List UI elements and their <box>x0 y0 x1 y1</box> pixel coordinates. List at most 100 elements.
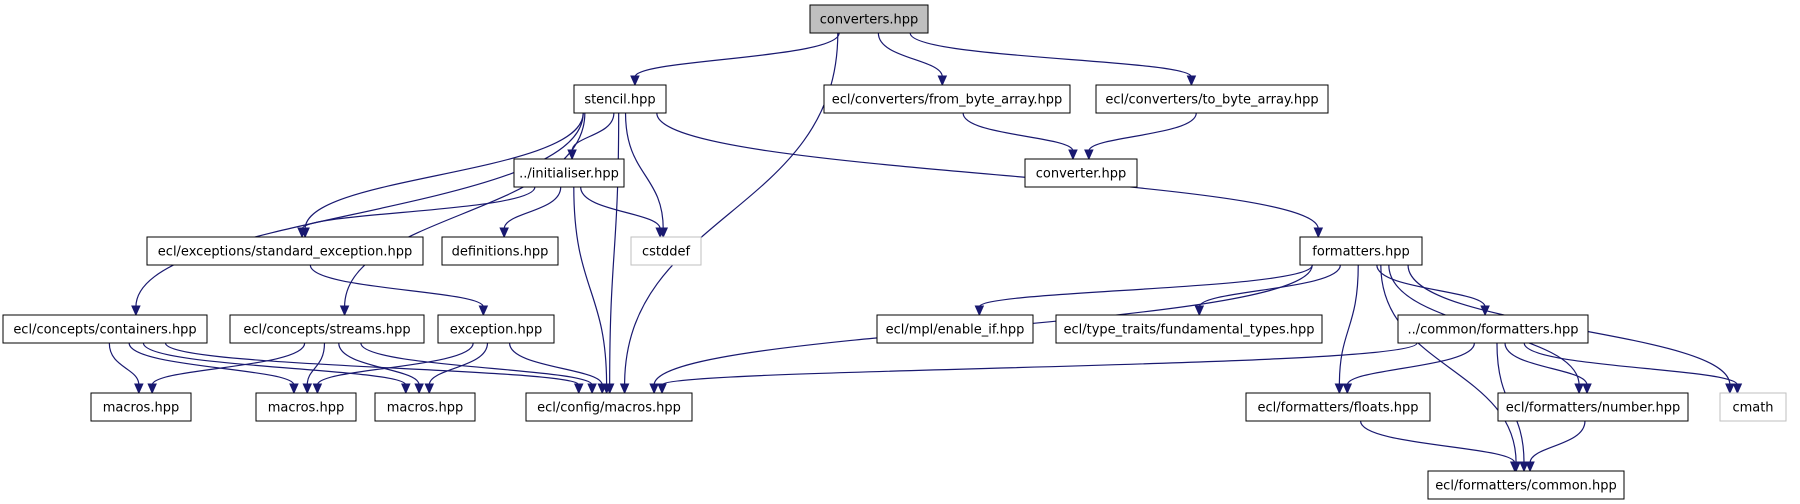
arrowhead-common_fmt-to-fmt_common <box>1519 461 1529 473</box>
node-label: stencil.hpp <box>584 93 655 108</box>
edge-converters-to-stencil <box>634 32 840 78</box>
node-from-byte[interactable]: ecl/converters/from_byte_array.hpp <box>823 84 1071 114</box>
node-box <box>441 236 559 266</box>
edge-common_fmt-to-number <box>1504 342 1588 386</box>
node-initialiser[interactable]: ../initialiser.hpp <box>513 158 625 188</box>
edge-formatters-to-fund_types <box>1198 264 1341 308</box>
arrowhead-formatters-to-floats <box>1334 383 1345 395</box>
node-box <box>1299 236 1423 266</box>
arrowhead-to_byte-to-converter <box>1084 149 1094 161</box>
edge-from_byte-to-converter <box>962 112 1074 152</box>
edge-streams-to-macros1 <box>151 342 306 386</box>
arrowhead-converters-to-stencil <box>630 75 640 87</box>
node-stencil[interactable]: stencil.hpp <box>573 84 667 114</box>
node-fund-types[interactable]: ecl/type_traits/fundamental_types.hpp <box>1055 314 1323 344</box>
node-definitions[interactable]: definitions.hpp <box>441 236 559 266</box>
arrowhead-containers-to-macros1 <box>134 383 144 395</box>
edge-common_fmt-to-floats <box>1346 342 1475 386</box>
node-cmath[interactable]: cmath <box>1719 392 1787 422</box>
arrowhead-from_byte-to-converter <box>1068 149 1078 161</box>
node-fmt-common[interactable]: ecl/formatters/common.hpp <box>1427 470 1625 500</box>
node-box <box>90 392 192 422</box>
arrowhead-streams-to-macros2 <box>302 383 313 395</box>
node-box <box>255 392 357 422</box>
node-box <box>1427 470 1625 500</box>
arrowhead-floats-to-fmt_common <box>1509 461 1520 473</box>
edge-streams-to-macros2 <box>306 342 326 386</box>
node-box <box>2 314 208 344</box>
node-box <box>573 84 667 114</box>
arrowhead-stencil-to-initialiser <box>567 149 577 161</box>
arrowhead-containers-to-macros2 <box>289 383 299 395</box>
node-std-exc[interactable]: ecl/exceptions/standard_exception.hpp <box>146 236 424 266</box>
node-label: ../initialiser.hpp <box>519 167 619 182</box>
node-cstddef[interactable]: cstddef <box>630 236 702 266</box>
node-floats[interactable]: ecl/formatters/floats.hpp <box>1245 392 1431 422</box>
edge-initialiser-to-definitions <box>503 186 562 230</box>
node-box <box>1055 314 1323 344</box>
arrowhead-common_fmt-to-floats <box>1342 383 1353 395</box>
arrowhead-containers-to-macros3 <box>401 383 411 395</box>
arrowhead-containers-to-config_macros <box>573 383 584 395</box>
edge-to_byte-to-converter <box>1088 112 1197 152</box>
node-converters[interactable]: converters.hpp <box>809 4 929 34</box>
edge-stencil-to-formatters <box>656 112 1319 230</box>
edge-formatters-to-enable_if <box>978 264 1313 308</box>
arrowhead-stencil-to-streams <box>339 305 350 317</box>
edge-exception-to-macros2 <box>316 342 474 386</box>
nodes-layer: converters.hpp stencil.hpp ecl/converters/… <box>2 4 1787 500</box>
node-box <box>437 314 555 344</box>
edge-std_exc-to-exception <box>309 264 484 308</box>
node-common-fmt[interactable]: ../common/formatters.hpp <box>1397 314 1589 344</box>
node-label: ecl/concepts/streams.hpp <box>243 323 410 338</box>
edge-initialiser-to-std_exc <box>301 186 536 230</box>
node-macros1[interactable]: macros.hpp <box>90 392 192 422</box>
edge-stencil-to-streams <box>343 112 586 308</box>
arrowhead-common_fmt-to-number <box>1582 383 1592 395</box>
node-box <box>1397 314 1589 344</box>
node-box <box>876 314 1034 344</box>
node-number[interactable]: ecl/formatters/number.hpp <box>1497 392 1689 422</box>
arrowhead-converters-to-config_macros <box>619 383 630 395</box>
node-label: macros.hpp <box>387 401 463 416</box>
arrowhead-formatters-to-config_macros <box>649 383 659 395</box>
node-converter[interactable]: converter.hpp <box>1024 158 1138 188</box>
arrowhead-formatters-to-enable_if <box>974 305 985 317</box>
node-box <box>630 236 702 266</box>
node-box <box>146 236 424 266</box>
node-box <box>1497 392 1689 422</box>
edge-number-to-fmt_common <box>1529 420 1586 464</box>
node-box <box>1245 392 1431 422</box>
arrowhead-stencil-to-formatters <box>1313 227 1324 239</box>
node-label: cmath <box>1732 401 1773 416</box>
node-enable-if[interactable]: ecl/mpl/enable_if.hpp <box>876 314 1034 344</box>
node-streams[interactable]: ecl/concepts/streams.hpp <box>229 314 425 344</box>
node-label: ecl/concepts/containers.hpp <box>13 323 196 338</box>
node-macros3[interactable]: macros.hpp <box>374 392 476 422</box>
node-label: macros.hpp <box>268 401 344 416</box>
edge-exception-to-macros3 <box>428 342 489 386</box>
node-box <box>513 158 625 188</box>
edge-exception-to-config_macros <box>508 342 603 386</box>
arrowhead-initialiser-to-cstddef <box>655 227 665 239</box>
node-exception[interactable]: exception.hpp <box>437 314 555 344</box>
node-label: converters.hpp <box>820 13 918 28</box>
node-config-macros[interactable]: ecl/config/macros.hpp <box>525 392 693 422</box>
edge-common_fmt-to-cmath <box>1523 342 1738 386</box>
node-box <box>525 392 693 422</box>
edge-formatters-to-fmt_common <box>1380 264 1517 464</box>
node-macros2[interactable]: macros.hpp <box>255 392 357 422</box>
arrowhead-formatters-to-number <box>1574 383 1584 395</box>
edge-initialiser-to-config_macros <box>573 186 608 386</box>
arrowhead-common_fmt-to-config_macros <box>657 383 667 395</box>
arrowhead-exception-to-config_macros <box>597 383 607 395</box>
node-label: ecl/formatters/number.hpp <box>1506 401 1681 416</box>
node-box <box>809 4 929 34</box>
edge-containers-to-macros1 <box>108 342 140 386</box>
arrowhead-initialiser-to-definitions <box>499 227 509 239</box>
node-to-byte[interactable]: ecl/converters/to_byte_array.hpp <box>1095 84 1329 114</box>
arrowhead-formatters-to-fund_types <box>1194 305 1205 317</box>
node-formatters[interactable]: formatters.hpp <box>1299 236 1423 266</box>
node-containers[interactable]: ecl/concepts/containers.hpp <box>2 314 208 344</box>
